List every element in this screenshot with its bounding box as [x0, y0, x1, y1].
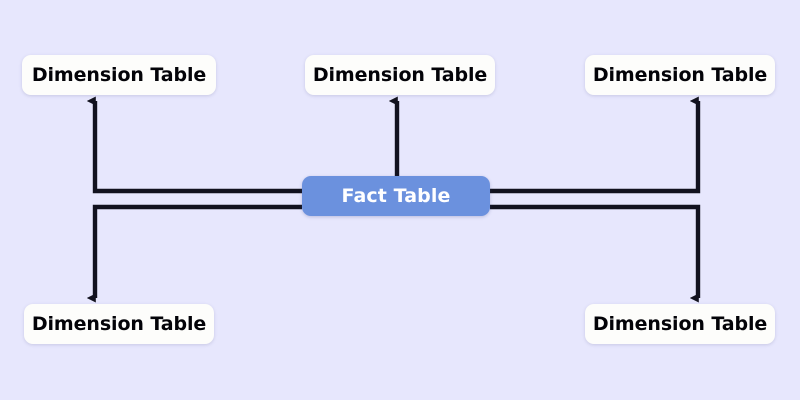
dimension-table-label: Dimension Table	[31, 64, 207, 86]
dimension-table-top-right[interactable]: Dimension Table	[585, 55, 775, 95]
dimension-table-bottom-right[interactable]: Dimension Table	[585, 304, 775, 344]
connector-fact-to-top-left	[86, 96, 302, 194]
dimension-table-label: Dimension Table	[592, 64, 768, 86]
dimension-table-bottom-left[interactable]: Dimension Table	[24, 304, 214, 344]
fact-table-node[interactable]: Fact Table	[302, 176, 490, 216]
dimension-table-label: Dimension Table	[31, 313, 207, 335]
connector-fact-to-bottom-right	[490, 204, 701, 303]
connector-fact-to-bottom-left	[86, 204, 302, 303]
dimension-table-label: Dimension Table	[592, 313, 768, 335]
dimension-table-label: Dimension Table	[312, 64, 488, 86]
connector-fact-to-top-right	[490, 96, 701, 194]
fact-table-label: Fact Table	[341, 185, 451, 207]
dimension-table-top-center[interactable]: Dimension Table	[305, 55, 495, 95]
dimension-table-top-left[interactable]: Dimension Table	[22, 55, 216, 95]
